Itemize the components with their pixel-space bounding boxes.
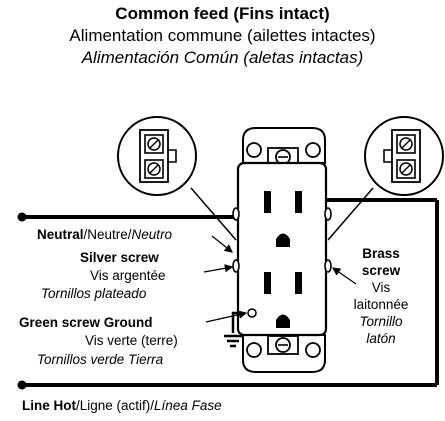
- brass-screw-label-french-1: Vis: [371, 280, 391, 295]
- line-hot-label-french: /Ligne (actif)/: [76, 398, 155, 413]
- line-hot-label-english: Line Hot: [22, 398, 76, 413]
- diagram-subtitle-spanish: Alimentación Común (aletas intactas): [81, 48, 364, 67]
- line-hot-label: Line Hot/Ligne (actif)/Línea Fase: [22, 398, 222, 414]
- brass-screw-label-spanish-2: latón: [366, 331, 396, 346]
- neutral-label-french: /Neutre/: [83, 227, 132, 242]
- neutral-label: Neutral/Neutre/Neutro: [37, 227, 172, 243]
- receptacle-top-strap: [242, 127, 326, 167]
- silver-screw-label-english: Silver screw: [80, 250, 159, 265]
- neutral-label-spanish: Neutro: [131, 227, 173, 242]
- brass-screw-label-spanish-1: Tornillo: [359, 314, 403, 329]
- silver-screw-label-spanish: Tornillos plateado: [41, 286, 147, 301]
- green-screw-label-french: Vis verte (terre): [85, 333, 178, 348]
- brass-screw-label-french-2: laitonnée: [353, 297, 409, 312]
- brass-screw-label-english-2: screw: [361, 263, 401, 278]
- neutral-wire: [17, 198, 439, 390]
- line-hot-label-spanish: Línea Fase: [154, 398, 222, 413]
- green-screw-label-spanish: Tornillos verde Tierra: [37, 352, 164, 367]
- brass-terminal-detail: [327, 116, 444, 241]
- label-arrows: [203, 235, 357, 323]
- green-screw-label-english: Green screw Ground: [19, 315, 153, 330]
- silver-terminal-detail: [117, 116, 237, 241]
- receptacle-bottom-strap: [242, 334, 326, 373]
- diagram-subtitle-french: Alimentation commune (ailettes intactes): [69, 26, 376, 45]
- brass-screw-label-english-1: Brass: [362, 246, 400, 261]
- silver-screw-label-french: Vis argentée: [90, 268, 166, 283]
- diagram-title: Common feed (Fins intact): [115, 4, 330, 23]
- receptacle-body: [232, 161, 332, 337]
- neutral-label-english: Neutral: [37, 227, 84, 242]
